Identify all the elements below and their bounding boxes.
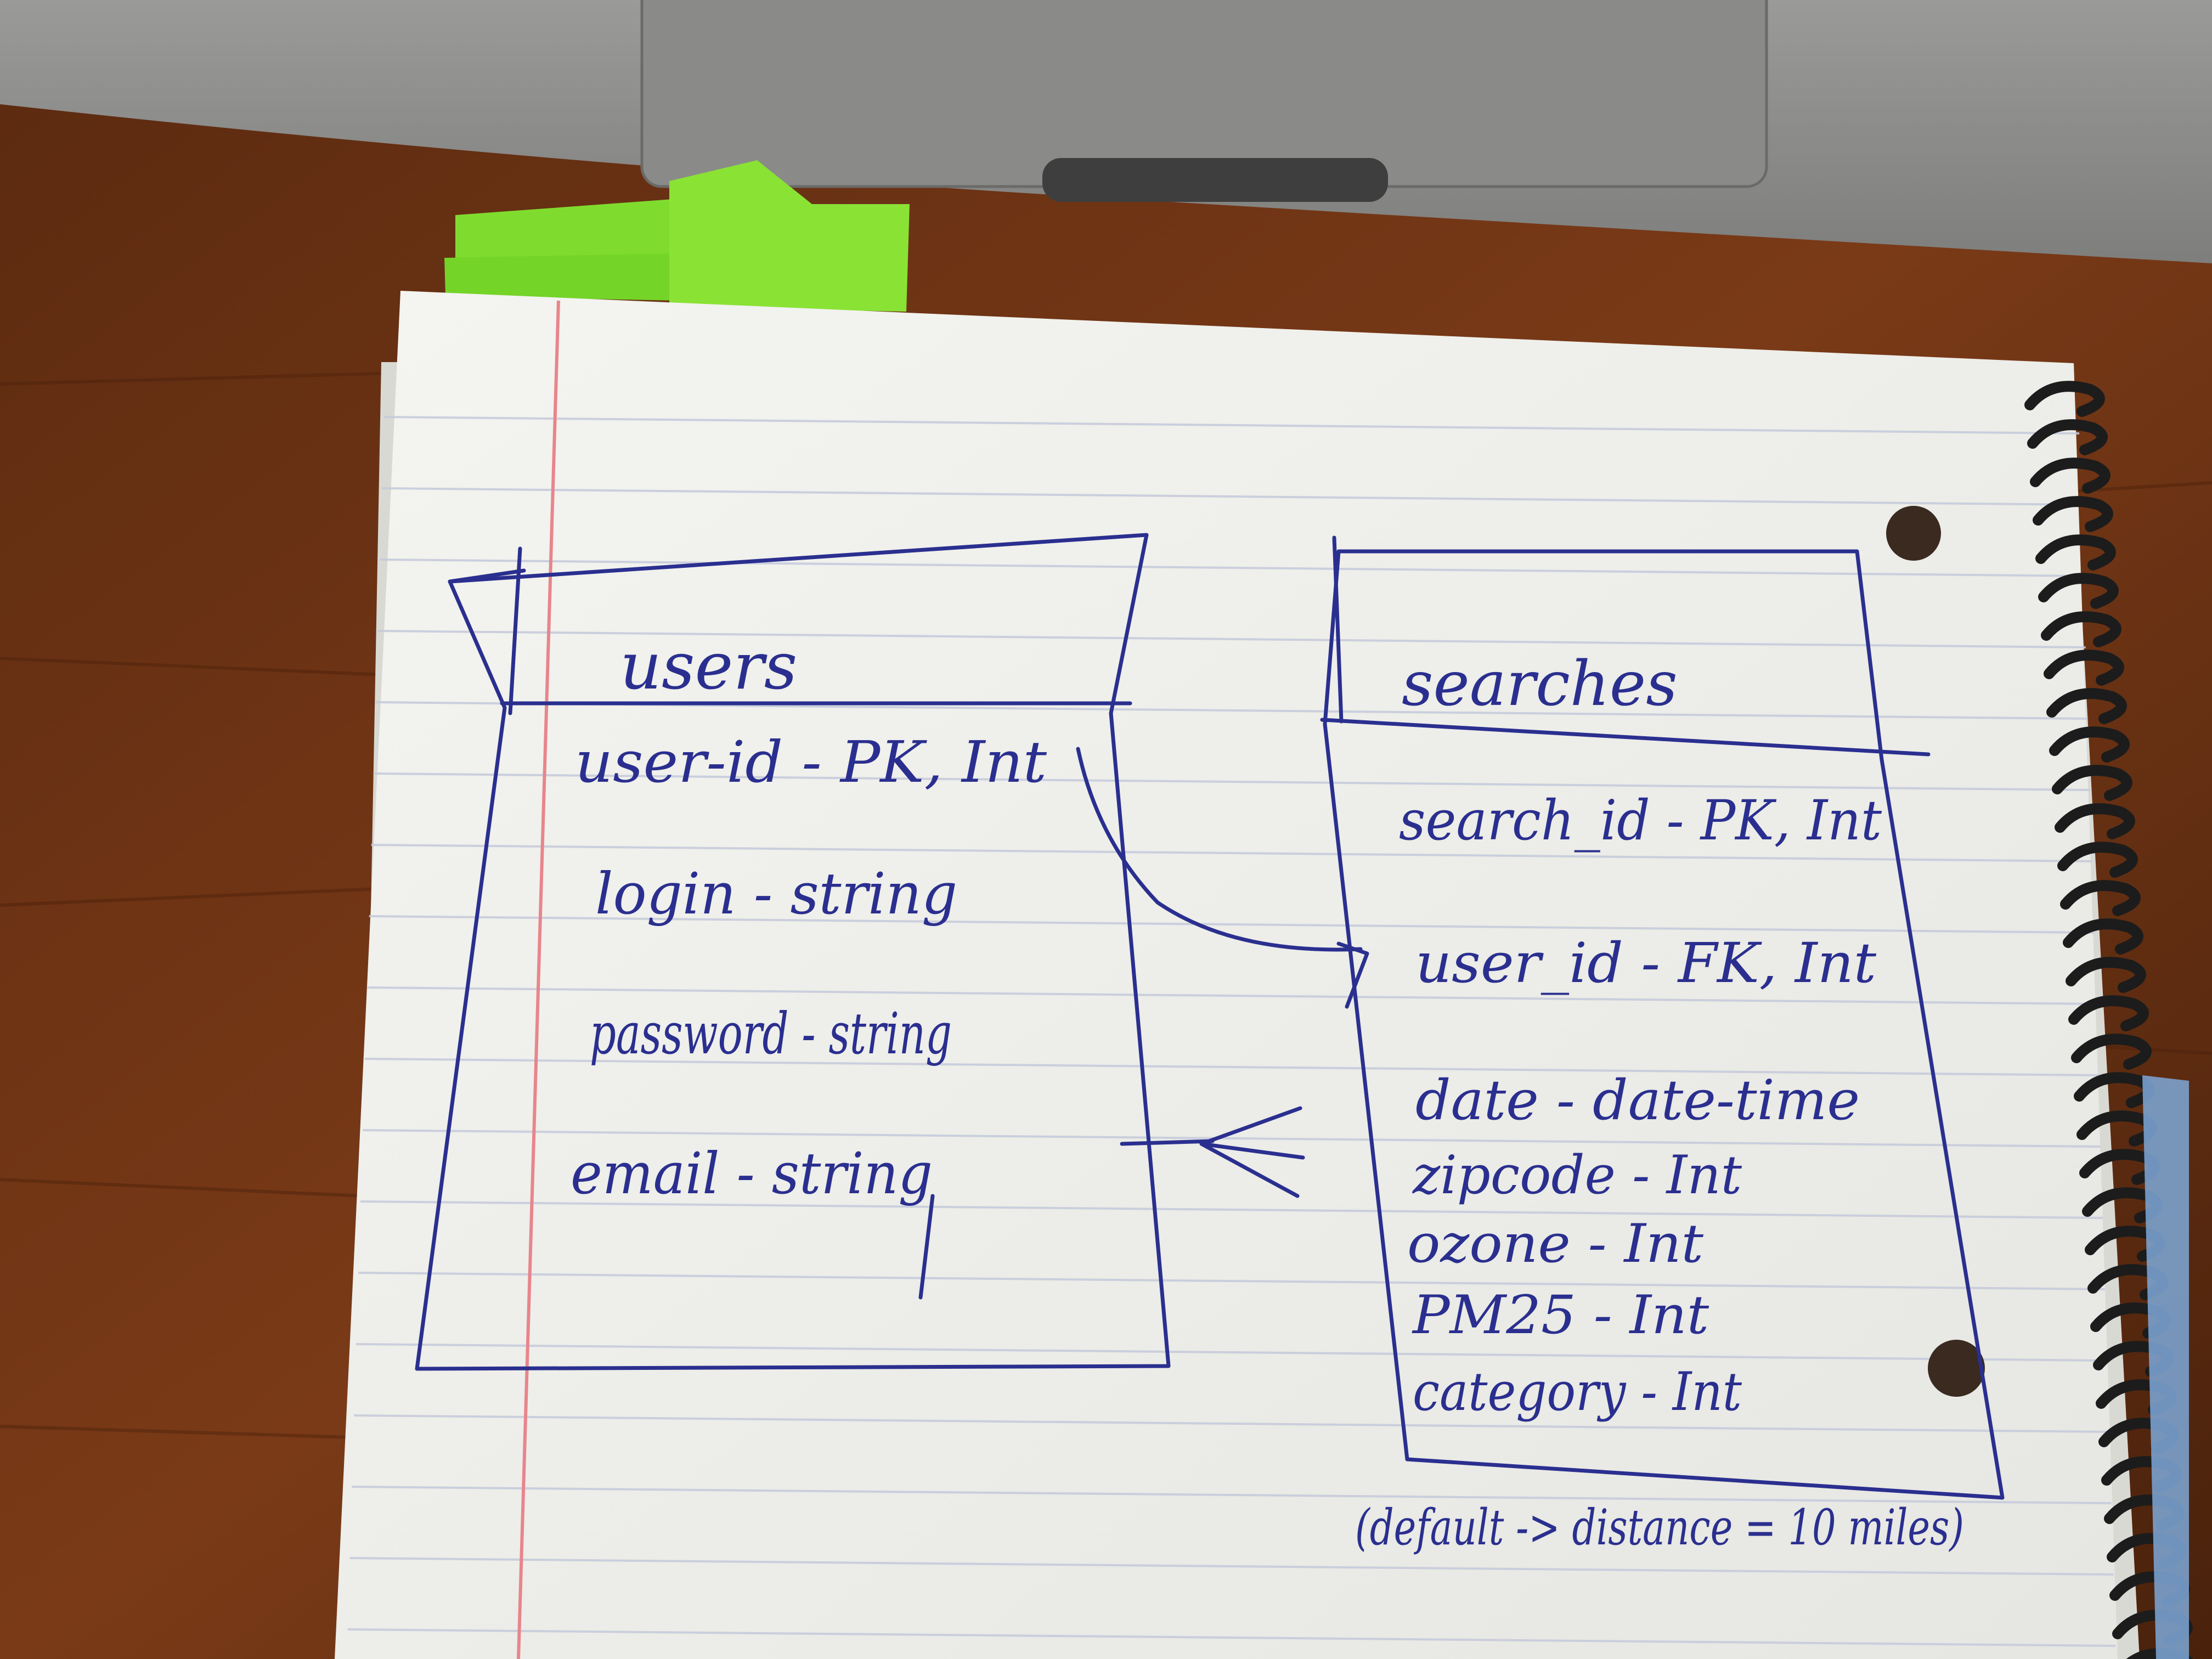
ruled-line [377,630,2086,648]
email-pen-stroke [918,1194,935,1300]
laptop [0,0,2212,263]
ruled-line [380,558,2084,577]
searches-box-outline [1323,549,2005,1500]
searches-field-5: ozone - Int [1407,1213,1703,1274]
crows-foot [1120,1106,1305,1198]
users-table [415,533,1171,1371]
wood-grain [0,371,2212,1439]
searches-table [1320,535,2005,1500]
fk-arrow [1076,747,1369,1009]
ruled-line [349,1557,2114,1576]
spiral-coil [2052,765,2132,801]
spiral-coil [2035,534,2116,571]
spiral-coil [2057,842,2138,878]
ruled-line [352,1486,2112,1504]
default-distance-note: (default -> distance = 10 miles) [1355,1499,1964,1556]
ruled-line [366,986,2097,1005]
ruled-line [369,915,2095,934]
ruled-lines [347,416,2116,1647]
spiral-coil [2038,573,2119,609]
ruled-line [360,1200,2103,1219]
spiral-coil [2027,419,2108,455]
spiral-coil [2044,650,2124,686]
users-title: users [620,628,797,704]
searches-field-2: user_id - FK, Int [1415,931,1877,995]
spiral-coil [2071,1034,2152,1070]
spiral-coil [2066,957,2146,993]
spiral-coil [2060,880,2141,916]
users-box-outline [415,533,1171,1371]
searches-field-4: zipcode - Int [1412,1144,1742,1206]
diagram-text: users user-id - PK, Int login - string p… [571,628,1964,1556]
spiral-coil [2063,918,2143,955]
laptop-hinge-notch [1042,158,1388,202]
users-field-4: email - string [571,1140,933,1207]
ruled-line [383,416,2080,435]
users-field-3: password - string [590,1000,952,1067]
spiral-coil [2041,611,2121,647]
users-top-overline [448,568,526,584]
ruled-line [362,1129,2101,1148]
users-field-1: user-id - PK, Int [575,729,1047,795]
searches-field-3: date - date-time [1415,1068,1860,1132]
ruled-line [356,1343,2107,1362]
users-left-tick [508,546,522,715]
fk-arrowhead-icon [1336,941,1369,1009]
crows-foot-icon [1199,1106,1305,1198]
searches-title: searches [1402,648,1678,720]
fk-arrow-line [1076,747,1363,952]
ruled-line [371,844,2092,862]
spiral-coil [2024,381,2105,417]
notebook-page [335,291,2118,1659]
ruled-line [347,1628,2116,1647]
spiral-coil [2033,496,2113,532]
searches-field-1: search_id - PK, Int [1399,788,1882,853]
ruled-line [364,1058,2099,1076]
searches-left-tick [1332,535,1344,724]
relationship-line [1120,1139,1215,1146]
searches-field-7: category - Int [1413,1361,1742,1423]
spiral-coil [2068,995,2149,1031]
spiral-coil [2030,458,2111,494]
searches-header-divider [1320,718,1931,757]
binder-holes [1886,506,1985,1397]
divider-tab [2142,1075,2189,1659]
searches-field-6: PM25 - Int [1412,1284,1709,1346]
ruled-line [382,487,2081,506]
margin-line [517,300,560,1659]
spiral-coil [2049,726,2130,763]
spiral-coil [2046,688,2127,724]
users-field-2: login - string [595,860,957,927]
ruled-line [354,1414,2109,1433]
spiral-coil [2055,803,2135,839]
sticky-notes [444,160,910,312]
er-diagram [415,533,2005,1500]
ruled-line [358,1272,2105,1290]
